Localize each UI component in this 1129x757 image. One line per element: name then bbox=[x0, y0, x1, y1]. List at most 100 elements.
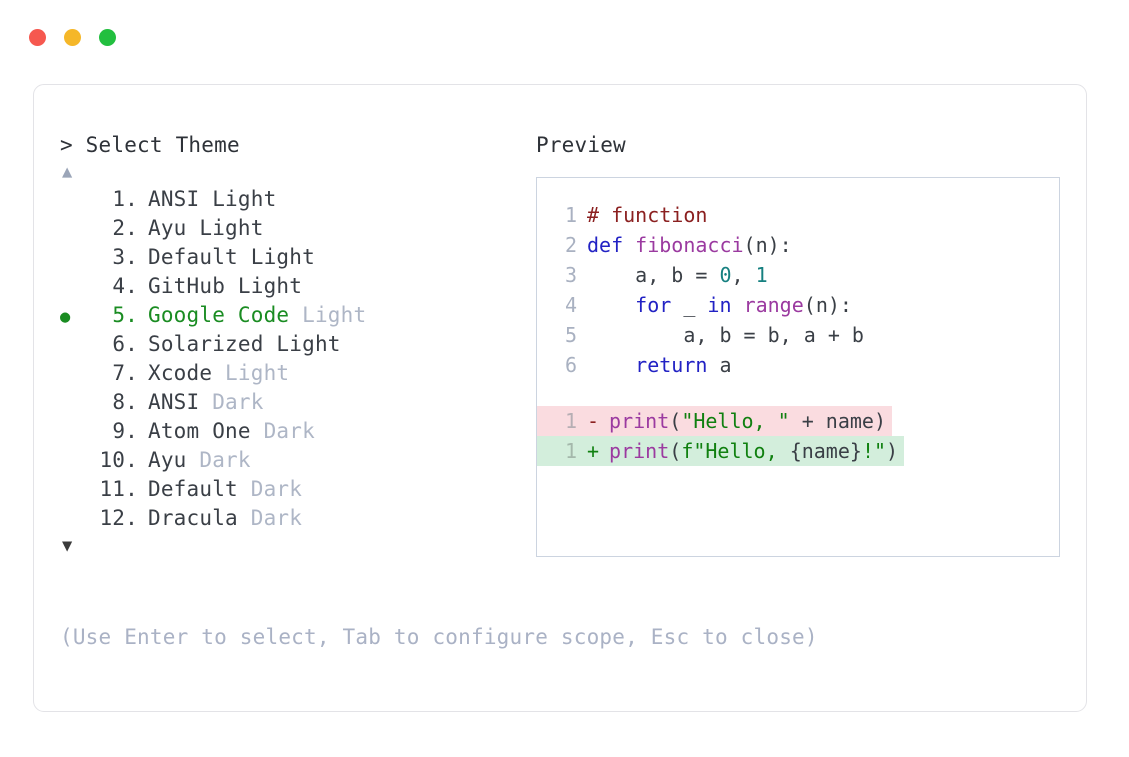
line-number: 2 bbox=[564, 233, 577, 257]
code-spacer bbox=[537, 380, 1059, 406]
code-token-keyword: in bbox=[707, 293, 732, 317]
code-token-plain: , bbox=[731, 263, 756, 287]
diff-sign: - bbox=[587, 409, 600, 433]
line-number: 4 bbox=[564, 293, 577, 317]
code-token-plain: ( bbox=[669, 439, 682, 463]
theme-item-variant: Dark bbox=[199, 390, 264, 414]
line-number: 1 bbox=[564, 439, 577, 463]
theme-item-variant: Dark bbox=[186, 448, 251, 472]
theme-list-item[interactable]: 4. GitHub Light bbox=[60, 272, 530, 301]
theme-item-index: 1. bbox=[112, 187, 138, 211]
code-token-plain: _ bbox=[671, 293, 708, 317]
theme-list-item[interactable]: 9. Atom One Dark bbox=[60, 417, 530, 446]
code-token-keyword: return bbox=[635, 353, 708, 377]
theme-item-index: 4. bbox=[112, 274, 138, 298]
theme-list-item[interactable]: 8.ANSI Dark bbox=[60, 388, 530, 417]
diff-line-removed: 1-print("Hello, " + name) bbox=[537, 406, 893, 436]
theme-item-variant: Dark bbox=[237, 477, 303, 501]
code-token-plain: (n): bbox=[743, 233, 792, 257]
theme-item-index: 3. bbox=[112, 245, 138, 269]
diff-line-text: print("Hello, " + name) bbox=[609, 406, 892, 436]
code-token-func: print bbox=[609, 409, 670, 433]
code-token-number: 0 bbox=[719, 263, 732, 287]
preview-title: Preview bbox=[536, 133, 626, 157]
code-token-keyword: def bbox=[587, 233, 636, 257]
maximize-button[interactable] bbox=[99, 29, 116, 46]
code-token-plain bbox=[587, 353, 635, 377]
theme-item-index: 9. bbox=[112, 419, 138, 443]
theme-item-name: Atom One bbox=[148, 419, 251, 443]
code-line-text: def fibonacci(n): bbox=[577, 230, 792, 260]
code-line-text: a, b = 0, 1 bbox=[577, 260, 768, 290]
theme-list-item[interactable]: ●5.Google Code Light bbox=[60, 301, 530, 330]
theme-item-variant: Dark bbox=[250, 419, 315, 443]
code-token-plain: a bbox=[707, 353, 732, 377]
scroll-down-icon[interactable]: ▼ bbox=[62, 536, 73, 556]
line-number: 5 bbox=[564, 323, 577, 347]
code-token-comment: # function bbox=[587, 203, 708, 227]
code-token-string: !" bbox=[861, 439, 887, 463]
minimize-button[interactable] bbox=[64, 29, 81, 46]
line-number: 3 bbox=[564, 263, 577, 287]
code-token-func: range bbox=[743, 293, 804, 317]
code-line: 6 return a bbox=[537, 350, 1059, 380]
close-button[interactable] bbox=[29, 29, 46, 46]
code-token-plain: {name} bbox=[789, 439, 862, 463]
line-number: 1 bbox=[564, 203, 577, 227]
theme-item-name: Ayu bbox=[148, 448, 187, 472]
code-line-text: a, b = b, a + b bbox=[577, 320, 864, 350]
diff-sample: 1-print("Hello, " + name)1+print(f"Hello… bbox=[537, 406, 1059, 466]
code-token-plain: a, b = b, a + b bbox=[587, 323, 864, 347]
theme-list-item[interactable]: 7.Xcode Light bbox=[60, 359, 530, 388]
keyboard-hint: (Use Enter to select, Tab to configure s… bbox=[60, 625, 818, 649]
scroll-up-icon[interactable]: ▲ bbox=[62, 162, 73, 182]
theme-list-item[interactable]: 11.Default Dark bbox=[60, 475, 530, 504]
theme-item-name: Ayu Light bbox=[148, 216, 264, 240]
theme-list-item[interactable]: 10. Ayu Dark bbox=[60, 446, 530, 475]
theme-item-variant: Light bbox=[289, 303, 367, 327]
code-token-plain: ) bbox=[886, 439, 899, 463]
code-token-keyword: for bbox=[635, 293, 672, 317]
code-token-plain: (n): bbox=[803, 293, 852, 317]
theme-list-item[interactable]: 6. Solarized Light bbox=[60, 330, 530, 359]
line-number: 1 bbox=[564, 409, 577, 433]
code-line-text: # function bbox=[577, 200, 707, 230]
theme-item-variant: Dark bbox=[237, 506, 303, 530]
code-line: 1 # function bbox=[537, 200, 1059, 230]
window-traffic-lights bbox=[29, 29, 116, 46]
theme-item-name: ANSI Light bbox=[148, 187, 277, 211]
code-line: 3 a, b = 0, 1 bbox=[537, 260, 1059, 290]
code-line-text: return a bbox=[577, 350, 732, 380]
code-token-plain: + name) bbox=[789, 409, 887, 433]
diff-sign: + bbox=[587, 439, 600, 463]
theme-list-item[interactable]: 1. ANSI Light bbox=[60, 185, 530, 214]
theme-item-index: 10. bbox=[99, 448, 138, 472]
code-token-plain bbox=[732, 293, 744, 317]
theme-item-index: 8. bbox=[112, 390, 138, 414]
theme-item-index: 11. bbox=[99, 477, 138, 501]
theme-item-index: 6. bbox=[112, 332, 138, 356]
theme-item-index: 12. bbox=[99, 506, 138, 530]
theme-list-item[interactable]: 3. Default Light bbox=[60, 243, 530, 272]
theme-item-name: Dracula bbox=[148, 506, 238, 530]
theme-item-name: Xcode bbox=[148, 361, 213, 385]
theme-list-item[interactable]: 12. Dracula Dark bbox=[60, 504, 530, 533]
theme-list-item[interactable]: 2.Ayu Light bbox=[60, 214, 530, 243]
theme-item-index: 5. bbox=[112, 303, 138, 327]
code-line: 4 for _ in range(n): bbox=[537, 290, 1059, 320]
code-token-plain: a, b = bbox=[587, 263, 720, 287]
theme-item-name: Default Light bbox=[148, 245, 315, 269]
code-token-number: 1 bbox=[755, 263, 768, 287]
theme-item-variant: Light bbox=[212, 361, 290, 385]
code-token-plain bbox=[587, 293, 635, 317]
theme-item-name: GitHub Light bbox=[148, 274, 303, 298]
theme-item-name: Google Code bbox=[148, 303, 290, 327]
theme-item-name: Solarized Light bbox=[148, 332, 341, 356]
